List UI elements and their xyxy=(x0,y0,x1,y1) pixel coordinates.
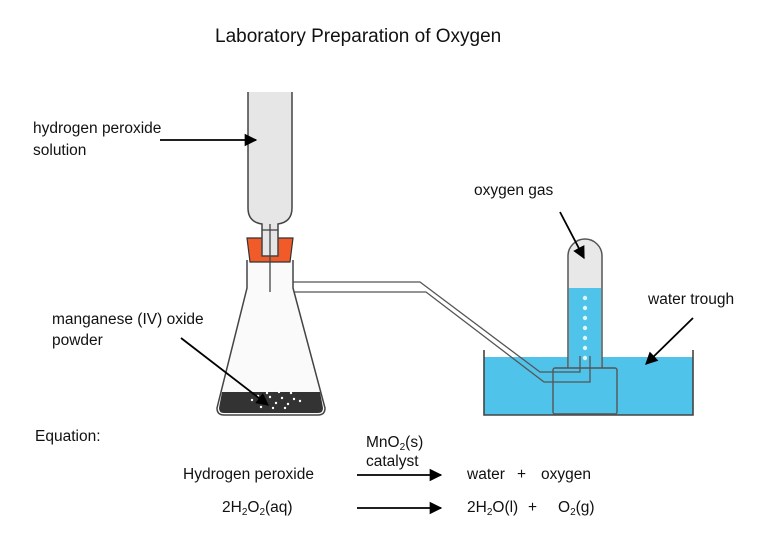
dropping-funnel xyxy=(247,92,293,292)
diagram-title: Laboratory Preparation of Oxygen xyxy=(215,26,502,47)
arrow-water-trough xyxy=(645,317,694,365)
arrow-oxygen-gas xyxy=(559,211,585,260)
symbol-plus: + xyxy=(528,499,538,516)
label-hydrogen-peroxide-line2: solution xyxy=(33,142,87,159)
label-manganese-line1: manganese (IV) oxide xyxy=(52,311,204,328)
word-product-water: water xyxy=(467,466,505,483)
label-water-trough: water trough xyxy=(648,291,735,308)
word-product-oxygen: oxygen xyxy=(541,466,591,483)
word-reactant: Hydrogen peroxide xyxy=(183,466,314,483)
word-plus: + xyxy=(517,466,527,483)
label-oxygen-gas: oxygen gas xyxy=(474,182,554,199)
symbol-product-oxygen: O2(g) xyxy=(558,499,595,518)
catalyst-formula: MnO2(s) xyxy=(366,434,424,453)
arrow-manganese xyxy=(180,337,269,406)
gas-collection-tube xyxy=(552,238,618,415)
conical-flask xyxy=(216,260,326,416)
label-manganese-line2: powder xyxy=(52,332,103,349)
equation-heading: Equation: xyxy=(35,428,101,445)
symbol-product-water: 2H2O(l) xyxy=(467,499,519,518)
label-hydrogen-peroxide-line1: hydrogen peroxide xyxy=(33,120,162,137)
catalyst-word: catalyst xyxy=(366,453,419,470)
symbol-reactant: 2H2O2(aq) xyxy=(222,499,293,518)
gas-bubbles xyxy=(582,295,588,361)
